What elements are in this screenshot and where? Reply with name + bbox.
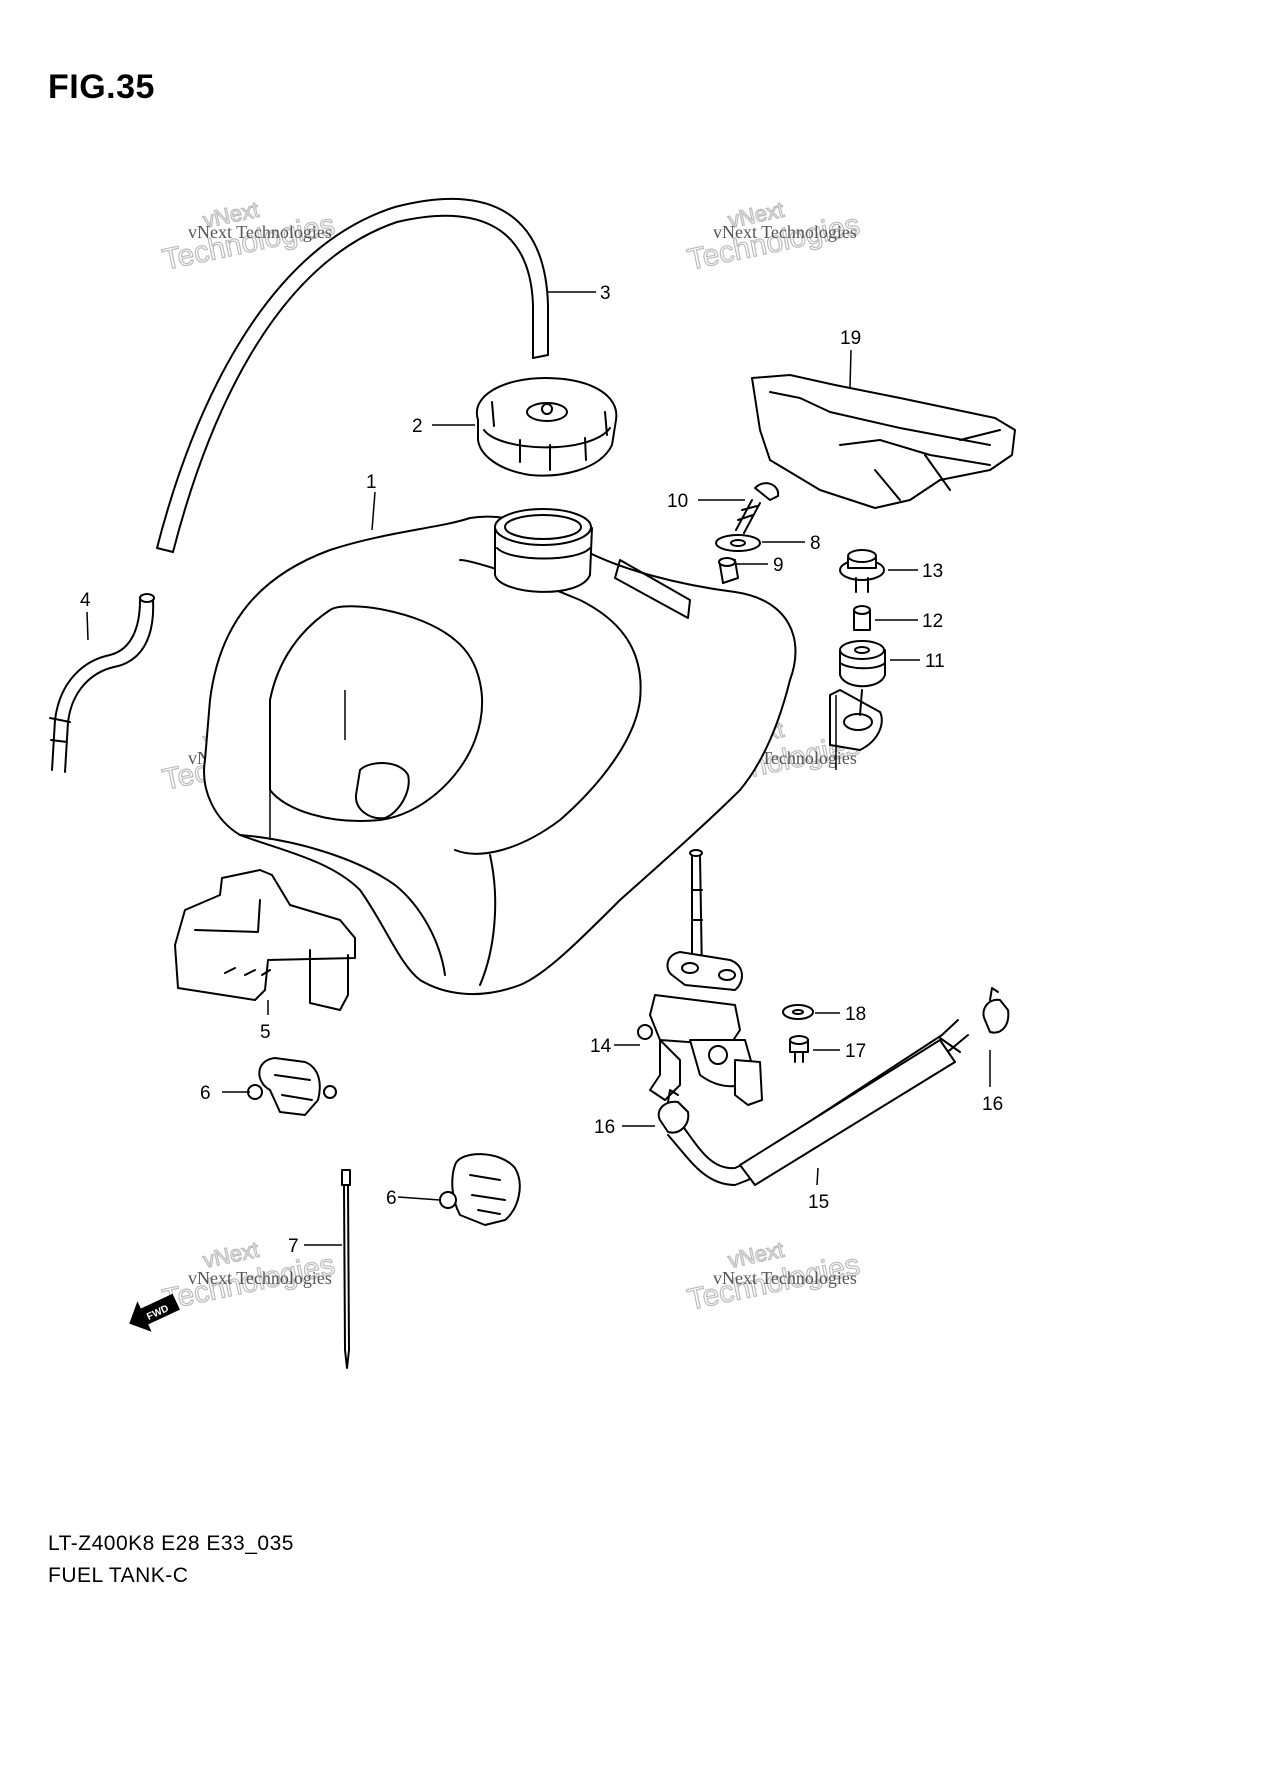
callout-2: 2 — [412, 416, 423, 437]
part-grommet — [839, 640, 886, 688]
callout-10: 10 — [667, 491, 688, 512]
callout-8: 8 — [810, 533, 821, 554]
watermark-text: vNext Technologies — [713, 1268, 857, 1288]
part-small-hose — [49, 593, 155, 773]
part-bolt — [839, 549, 885, 593]
callout-14: 14 — [590, 1036, 612, 1057]
part-hose-clip-right — [982, 987, 1010, 1034]
part-screw — [735, 482, 780, 534]
callout-19: 19 — [840, 328, 861, 349]
callout-18: 18 — [845, 1004, 866, 1025]
callout-3: 3 — [600, 283, 611, 304]
part-breather-hose — [156, 197, 549, 553]
part-washer — [715, 534, 761, 552]
callout-6: 6 — [200, 1083, 211, 1104]
part-bolt-17 — [789, 1035, 809, 1063]
callout-9: 9 — [773, 555, 784, 576]
watermark-top-right: Technologies vNext vNext Technologies — [684, 196, 863, 277]
part-bracket — [174, 869, 356, 1011]
figure-title: FIG.35 — [48, 68, 155, 106]
leader-lines — [86, 291, 991, 1246]
callout-labels: 1 2 3 4 5 6 6 7 8 9 10 11 12 13 14 15 16… — [80, 283, 1003, 1257]
callout-12: 12 — [922, 611, 943, 632]
callout-7: 7 — [288, 1236, 299, 1257]
callout-17: 17 — [845, 1041, 866, 1062]
part-fuel-hose — [667, 1019, 969, 1186]
part-collar-small — [718, 557, 739, 584]
part-hose-clip-left — [657, 1089, 690, 1134]
watermark-bottom-left: Technologies vNext vNext Technologies — [159, 1236, 338, 1317]
part-fuel-tank — [203, 508, 883, 995]
fwd-direction-badge: FWD — [129, 1293, 180, 1332]
part-fuel-valve — [637, 849, 763, 1106]
callout-11: 11 — [925, 651, 945, 672]
watermark-text: vNext Technologies — [713, 222, 857, 242]
callout-13: 13 — [922, 561, 943, 582]
callout-4: 4 — [80, 590, 91, 611]
watermark-text: vNext Technologies — [188, 1268, 332, 1288]
callout-6-lower: 6 — [386, 1188, 397, 1209]
callout-16-right: 16 — [982, 1094, 1003, 1115]
watermark-top-left: Technologies vNext vNext Technologies — [159, 196, 338, 277]
callout-16-left: 16 — [594, 1117, 615, 1138]
section-name: FUEL TANK-C — [48, 1564, 189, 1587]
watermark-bottom-right: Technologies vNext vNext Technologies — [684, 1236, 863, 1317]
model-code: LT-Z400K8 E28 E33_035 — [48, 1532, 294, 1555]
part-cable-tie — [341, 1169, 351, 1369]
callout-1: 1 — [366, 472, 377, 493]
assembly-line — [859, 689, 863, 716]
callout-5: 5 — [260, 1022, 271, 1043]
part-clamp-upper — [247, 1057, 337, 1116]
part-cover — [751, 374, 1016, 509]
watermark-text: vNext Technologies — [188, 222, 332, 242]
part-fuel-cap — [475, 377, 618, 477]
callout-15: 15 — [808, 1192, 829, 1213]
part-washer-18 — [782, 1004, 814, 1020]
part-clamp-lower — [439, 1153, 521, 1226]
part-collar — [853, 605, 871, 631]
